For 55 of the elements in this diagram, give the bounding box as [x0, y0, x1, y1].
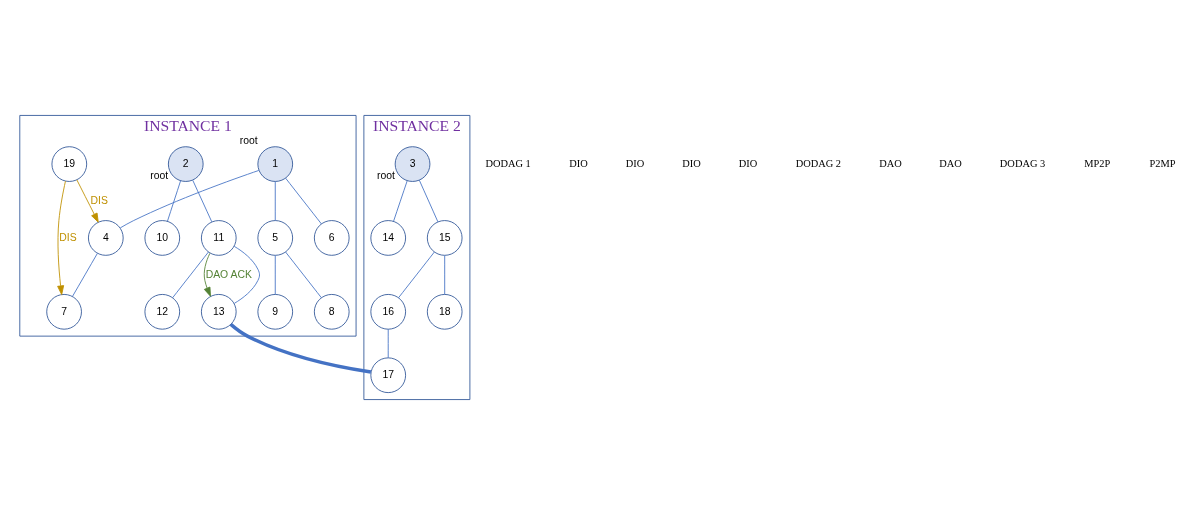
node-circle: 11 — [200, 220, 237, 256]
connector — [119, 170, 260, 229]
arrow — [76, 179, 99, 223]
edge-label: DIS — [59, 231, 77, 243]
connector — [167, 180, 181, 222]
connector — [398, 251, 435, 299]
arrow — [203, 252, 211, 297]
connector — [233, 245, 260, 304]
node-circle: 1 — [257, 146, 294, 182]
node-circle: 8 — [313, 294, 350, 330]
connector — [393, 180, 408, 222]
connector — [192, 179, 213, 223]
node-label: root — [150, 169, 169, 181]
edge-label: DIS — [90, 194, 108, 206]
arrow — [57, 180, 66, 296]
node-circle: 2 — [167, 146, 204, 182]
label: DODAG 1 — [485, 157, 531, 169]
label: DIO — [738, 157, 758, 169]
label: DAO — [939, 157, 962, 169]
node-circle: 14 — [370, 220, 407, 256]
connector — [274, 181, 276, 221]
node-circle: 19 — [51, 146, 88, 182]
label: DIO — [625, 157, 645, 169]
connector — [274, 255, 276, 295]
node-label: root — [239, 134, 258, 146]
node-circle: 5 — [257, 220, 294, 256]
node-circle: 13 — [200, 294, 237, 330]
node-circle: 4 — [88, 220, 124, 256]
node-circle: 9 — [257, 294, 294, 330]
label: P2MP — [1149, 157, 1176, 169]
label: DODAG 3 — [999, 157, 1046, 169]
connector — [285, 251, 322, 299]
connector — [285, 177, 322, 225]
connector — [172, 251, 209, 299]
connector — [418, 179, 439, 223]
connector — [387, 328, 389, 359]
edge-label: DAO ACK — [205, 268, 252, 280]
node-circle: 18 — [426, 294, 463, 330]
node-label: root — [377, 169, 396, 181]
connector — [229, 323, 372, 374]
node-circle: 10 — [144, 220, 181, 256]
node-circle: 16 — [370, 294, 407, 330]
node-circle: 15 — [426, 220, 463, 256]
label: DODAG 2 — [795, 157, 842, 169]
label: DIO — [569, 157, 588, 169]
connector — [444, 255, 446, 295]
connector — [72, 253, 98, 297]
node-circle: 12 — [144, 294, 181, 330]
label: DIO — [682, 157, 701, 169]
node-circle: 17 — [370, 357, 407, 394]
label: DAO — [879, 157, 902, 169]
node-circle: 3 — [394, 146, 431, 182]
node-circle: 7 — [46, 294, 82, 330]
node-circle: 6 — [313, 220, 350, 256]
label: MP2P — [1084, 157, 1111, 169]
